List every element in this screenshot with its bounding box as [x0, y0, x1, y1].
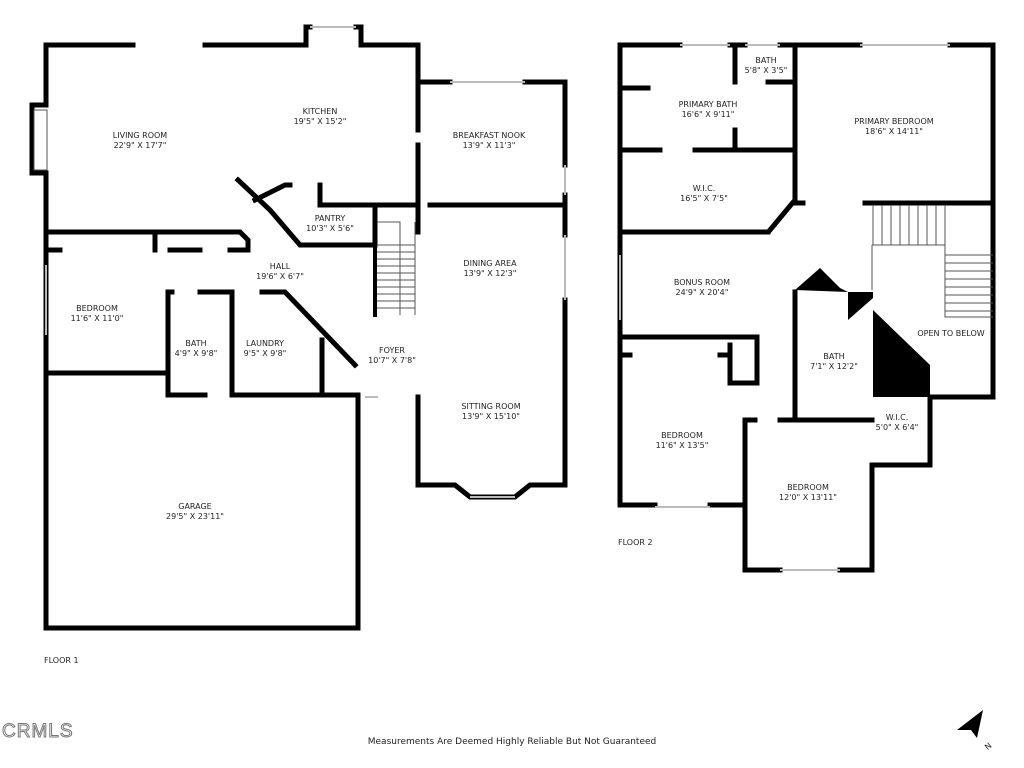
room-name: OPEN TO BELOW	[917, 329, 985, 338]
floor-2-walls	[617, 42, 996, 573]
room-name: BATH	[823, 352, 845, 361]
room-name: BEDROOM	[661, 431, 703, 440]
room-dims: 18'6" X 14'11"	[865, 127, 923, 136]
room-name: FOYER	[379, 346, 405, 355]
room-dims: 11'6" X 13'5"	[655, 441, 709, 450]
room-name: BREAKFAST NOOK	[452, 131, 526, 140]
floor-2-solid-blocks	[795, 268, 930, 397]
room-dims: 12'0" X 13'11"	[779, 493, 837, 502]
room-name: PRIMARY BEDROOM	[854, 117, 934, 126]
room-dims: 10'3" X 5'6"	[306, 224, 354, 233]
room-dims: 10'7" X 7'8"	[368, 356, 416, 365]
fireplace	[33, 109, 48, 171]
windows	[45, 26, 950, 571]
room-dims: 5'0" X 6'4"	[875, 423, 919, 432]
room-dims: 19'6" X 6'7"	[256, 272, 304, 281]
compass-north-icon: N	[957, 710, 994, 752]
room-dims: 22'9" X 17'7"	[113, 141, 167, 150]
room-dims: 4'9" X 9'8"	[174, 349, 218, 358]
room-name: HALL	[269, 262, 291, 271]
disclaimer-text: Measurements Are Deemed Highly Reliable …	[367, 737, 657, 747]
room-label-wic-2: W.I.C.5'0" X 6'4"	[876, 413, 919, 433]
room-name: BEDROOM	[787, 483, 829, 492]
room-name: PANTRY	[314, 214, 346, 223]
room-name: W.I.C.	[885, 413, 909, 422]
room-dims: 5'8" X 3'5"	[744, 66, 788, 75]
room-dims: 16'5" X 7'5"	[680, 194, 728, 203]
compass-label: N	[983, 741, 993, 752]
floor-2-label: FLOOR 2	[618, 538, 653, 547]
room-name: GARAGE	[178, 502, 212, 511]
room-dims: 13'9" X 12'3"	[463, 269, 517, 278]
floor-1-walls	[29, 24, 568, 631]
room-name: KITCHEN	[302, 107, 338, 116]
room-name: BONUS ROOM	[673, 278, 731, 287]
room-dims: 19'5" X 15'2"	[293, 117, 347, 126]
room-dims: 24'9" X 20'4"	[675, 288, 729, 297]
room-dims: 11'6" X 11'0"	[70, 314, 124, 323]
crmls-logo: CRMLS	[2, 721, 74, 743]
floor-1-stairs	[377, 221, 416, 315]
room-name: SITTING ROOM	[461, 402, 521, 411]
room-dims: 29'5" X 23'11"	[166, 512, 224, 521]
room-dims: 9'5" X 9'8"	[243, 349, 287, 358]
room-dims: 16'6" X 9'11"	[681, 110, 735, 119]
floor-2-stairs-and-rail	[871, 205, 993, 318]
room-label-wic: W.I.C.16'5" X 7'5"	[680, 184, 728, 204]
floor-1-label: FLOOR 1	[44, 656, 79, 665]
room-name: DINING AREA	[463, 259, 517, 268]
room-name: PRIMARY BATH	[678, 100, 738, 109]
room-name: LAUNDRY	[245, 339, 285, 348]
room-label-open-to-below: OPEN TO BELOW	[917, 329, 984, 339]
room-dims: 7'1" X 12'2"	[810, 362, 858, 371]
room-name: LIVING ROOM	[112, 131, 168, 140]
room-name: BATH	[755, 56, 777, 65]
room-name: BATH	[185, 339, 207, 348]
room-dims: 13'9" X 11'3"	[462, 141, 516, 150]
room-dims: 13'9" X 15'10"	[462, 412, 520, 421]
room-name: BEDROOM	[76, 304, 118, 313]
room-name: W.I.C.	[692, 184, 716, 193]
